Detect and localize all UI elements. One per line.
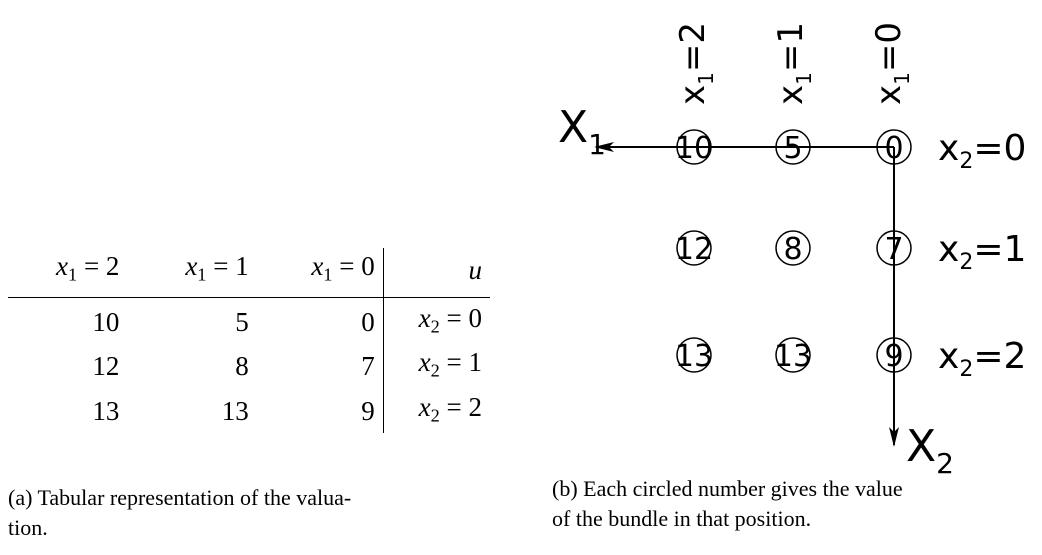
- table-cell: 5: [235, 306, 249, 337]
- caption-b-line-1: (b) Each circled number gives the value: [552, 476, 903, 501]
- axis-label-x2: X2: [906, 421, 954, 480]
- svg-text:9: 9: [884, 339, 903, 374]
- table-cell: 13: [221, 395, 249, 426]
- svg-text:5: 5: [783, 131, 802, 166]
- bundle-circle: 10: [675, 129, 713, 166]
- bundle-grid: 10 5 0 12 8 7 13 13: [675, 129, 912, 374]
- bundle-circle: 5: [775, 129, 811, 166]
- table-row: 10 5 0 x2 = 0: [8, 297, 490, 344]
- svg-text:x1=0: x1=0: [869, 22, 914, 105]
- caption-a: (a) Tabular representation of the valua-…: [8, 483, 468, 543]
- svg-text:8: 8: [783, 232, 802, 267]
- caption-b: (b) Each circled number gives the value …: [552, 474, 1032, 534]
- header-x1-1: x1 = 1: [185, 251, 249, 285]
- svg-text:10: 10: [675, 131, 713, 166]
- bundle-circle: 7: [876, 230, 912, 267]
- row-label: x2 = 1: [382, 344, 490, 389]
- table-header-row: x1 = 2 x1 = 1 x1 = 0 u: [8, 248, 490, 297]
- table-cell: 10: [92, 306, 120, 337]
- row-label: x2 = 0: [382, 297, 490, 344]
- bundle-circle: 13: [675, 337, 713, 374]
- svg-text:13: 13: [774, 339, 812, 374]
- column-label-x1-0: x1=0: [869, 22, 914, 105]
- header-x1-2: x1 = 2: [56, 251, 120, 285]
- column-label-x1-2: x1=2: [673, 22, 718, 105]
- svg-text:13: 13: [675, 339, 713, 374]
- caption-a-line-1: (a) Tabular representation of the valua-: [8, 485, 352, 510]
- table-row: 12 8 7 x2 = 1: [8, 344, 490, 389]
- header-u: u: [382, 248, 490, 297]
- table-cell: 9: [361, 395, 375, 426]
- svg-text:0: 0: [884, 131, 903, 166]
- caption-b-line-2: of the bundle in that position.: [552, 506, 812, 531]
- row-label-x2-0: x2=0: [938, 128, 1026, 174]
- row-label-x2-2: x2=2: [938, 336, 1026, 382]
- table-cell: 7: [361, 351, 375, 382]
- caption-a-line-2: tion.: [8, 515, 48, 540]
- svg-text:x1=1: x1=1: [771, 22, 816, 105]
- valuation-table: x1 = 2 x1 = 1 x1 = 0 u 10 5 0 x2 = 0 12 …: [8, 248, 490, 433]
- bundle-circle: 8: [775, 230, 811, 267]
- header-x1-0: x1 = 0: [311, 251, 375, 285]
- svg-text:12: 12: [675, 232, 713, 267]
- bundle-grid-diagram: x1=2 x1=1 x1=0 X1 10 5 0 12 8: [558, 22, 1026, 480]
- table-cell: 0: [361, 306, 375, 337]
- bundle-circle: 0: [876, 129, 912, 166]
- bundle-circle: 13: [774, 337, 812, 374]
- svg-text:x1=2: x1=2: [673, 22, 718, 105]
- table-row: 13 13 9 x2 = 2: [8, 388, 490, 433]
- table-cell: 13: [92, 395, 120, 426]
- row-label-x2-1: x2=1: [938, 229, 1026, 275]
- valuation-table-container: x1 = 2 x1 = 1 x1 = 0 u 10 5 0 x2 = 0 12 …: [8, 248, 490, 433]
- axis-label-x1: X1: [558, 102, 606, 161]
- svg-text:7: 7: [884, 232, 903, 267]
- table-cell: 12: [92, 351, 120, 382]
- row-label: x2 = 2: [382, 388, 490, 433]
- table-cell: 8: [235, 351, 249, 382]
- column-label-x1-1: x1=1: [771, 22, 816, 105]
- bundle-circle: 9: [876, 337, 912, 374]
- bundle-circle: 12: [675, 230, 713, 267]
